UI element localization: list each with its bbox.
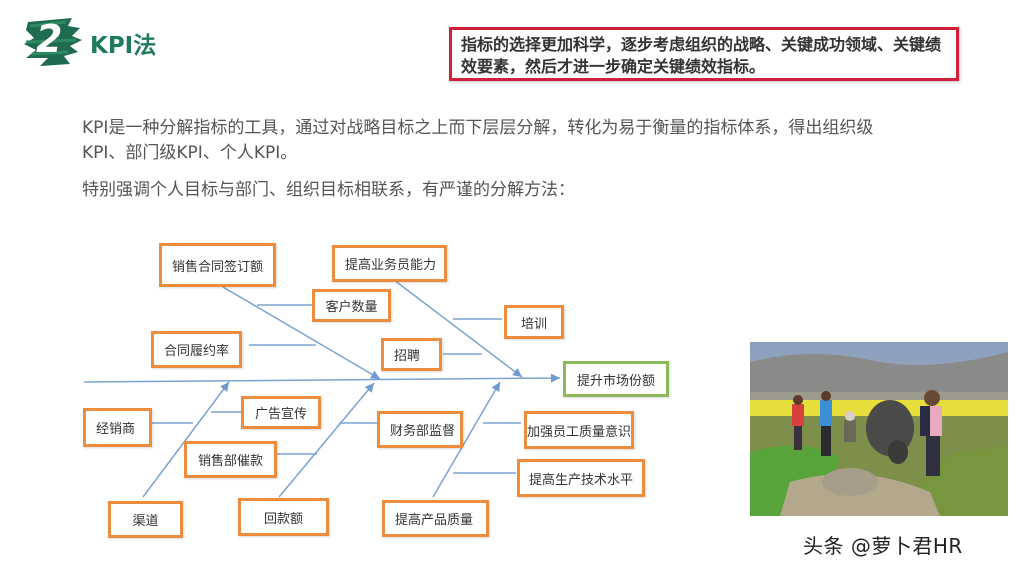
bottom-bone-collections: 回款额 — [238, 498, 329, 536]
bottom-bone-channels: 渠道 — [108, 501, 183, 538]
bottom-bone-product-quality: 提高产品质量 — [382, 500, 489, 537]
cause-contract-fulfillment: 合同履约率 — [151, 331, 242, 368]
goal-market-share: 提升市场份额 — [563, 361, 669, 397]
cause-recruiting: 招聘 — [381, 338, 442, 371]
intro-paragraph: KPI是一种分解指标的工具，通过对战略目标之上而下层层分解，转化为易于衡量的指标… — [82, 118, 874, 163]
top-bone-staff-capability: 提高业务员能力 — [332, 245, 447, 282]
watermark: 头条 @萝卜君HR — [803, 534, 963, 558]
cause-quality-awareness: 加强员工质量意识 — [524, 411, 634, 449]
cause-customer-count: 客户数量 — [312, 289, 391, 322]
cause-advertising: 广告宣传 — [241, 396, 321, 429]
rural-children-photo — [750, 342, 1008, 516]
section-number-logo: 2 — [20, 12, 88, 70]
top-bone-sales-contracts: 销售合同签订额 — [159, 243, 276, 287]
cause-distributors: 经销商 — [83, 408, 152, 447]
cause-sales-dept-collection: 销售部催款 — [184, 441, 277, 478]
page-title: KPI法 — [90, 33, 157, 59]
brush-stroke-icon — [24, 18, 82, 66]
cause-training: 培训 — [504, 305, 564, 339]
method-paragraph: 特别强调个人目标与部门、组织目标相联系，有严谨的分解方法： — [82, 180, 575, 200]
section-number: 2 — [36, 17, 63, 61]
cause-finance-supervision: 财务部监督 — [377, 411, 463, 448]
callout-box: 指标的选择更加科学，逐步考虑组织的战略、关键成功领域、关键绩效要素，然后才进一步… — [449, 27, 959, 81]
cause-production-tech: 提高生产技术水平 — [517, 459, 645, 497]
photo-illustration — [750, 342, 1008, 516]
